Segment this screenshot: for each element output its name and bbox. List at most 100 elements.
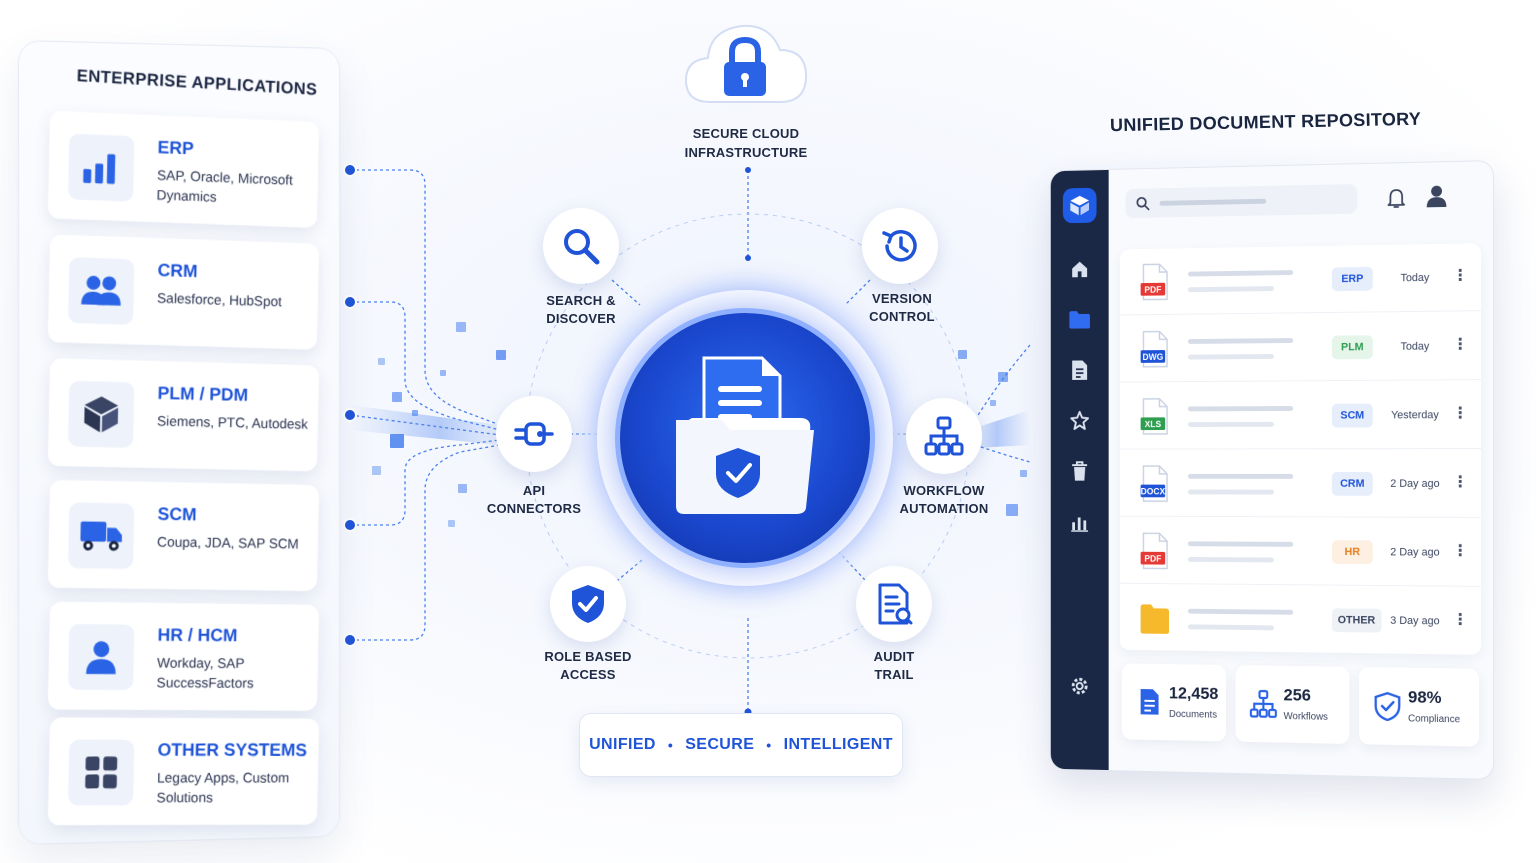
source-tag: SCM bbox=[1331, 403, 1373, 428]
audit-trail-node[interactable] bbox=[856, 566, 932, 642]
row-menu-icon[interactable]: ⋮ bbox=[1452, 336, 1469, 354]
document-row[interactable]: XLS SCM Yesterday ⋮ bbox=[1119, 381, 1482, 450]
tagline-banner: UNIFIED • SECURE • INTELLIGENT bbox=[579, 713, 903, 777]
stat-value: 256 bbox=[1283, 685, 1311, 705]
role-based-access-node[interactable] bbox=[550, 566, 626, 642]
source-tag: HR bbox=[1331, 540, 1373, 565]
document-row[interactable]: PDF HR 2 Day ago ⋮ bbox=[1119, 517, 1482, 587]
source-tag: CRM bbox=[1331, 471, 1373, 496]
secure-folder-icon bbox=[676, 356, 814, 514]
app-vendors: Legacy Apps, Custom Solutions bbox=[156, 769, 290, 806]
row-date: 2 Day ago bbox=[1390, 477, 1440, 490]
repository-topbar bbox=[1109, 161, 1493, 238]
box-logo-icon[interactable] bbox=[1062, 187, 1097, 224]
document-row[interactable]: PDF ERP Today ⋮ bbox=[1119, 243, 1482, 316]
document-icon bbox=[1135, 689, 1163, 717]
home-icon[interactable] bbox=[1065, 254, 1095, 285]
settings-gear-icon[interactable] bbox=[1065, 670, 1095, 702]
analytics-icon[interactable] bbox=[1065, 508, 1095, 539]
row-menu-icon[interactable]: ⋮ bbox=[1452, 542, 1469, 560]
bell-icon[interactable] bbox=[1386, 187, 1406, 209]
app-name: PLM / PDM bbox=[157, 382, 249, 405]
api-connectors-node[interactable] bbox=[496, 396, 572, 472]
audit-document-icon bbox=[878, 583, 913, 625]
row-menu-icon[interactable]: ⋮ bbox=[1452, 611, 1469, 629]
row-date: Today bbox=[1400, 271, 1430, 285]
tagline-word: UNIFIED bbox=[589, 736, 656, 753]
app-name: SCM bbox=[157, 503, 197, 525]
stat-card-workflows: 256 Workflows bbox=[1235, 665, 1350, 744]
bar-chart-icon bbox=[67, 133, 135, 202]
person-icon bbox=[67, 623, 135, 691]
document-row[interactable]: DOCX CRM 2 Day ago ⋮ bbox=[1119, 450, 1482, 518]
enterprise-applications-title: ENTERPRISE APPLICATIONS bbox=[76, 66, 318, 99]
search-input[interactable] bbox=[1125, 183, 1358, 219]
row-date: Today bbox=[1400, 340, 1430, 353]
document-icon[interactable] bbox=[1065, 355, 1095, 386]
row-date: 2 Day ago bbox=[1390, 546, 1440, 559]
row-date: 3 Day ago bbox=[1390, 614, 1440, 628]
workflow-automation-node[interactable] bbox=[906, 398, 982, 474]
folder-icon[interactable] bbox=[1065, 304, 1095, 335]
app-card-plm-pdm[interactable]: PLM / PDM Siemens, PTC, Autodesk bbox=[47, 358, 320, 472]
stat-label: Compliance bbox=[1408, 713, 1461, 726]
shield-check-icon bbox=[1373, 691, 1402, 721]
secure-cloud-label: SECURE CLOUD INFRASTRUCTURE bbox=[684, 126, 808, 160]
repository-sidebar bbox=[1050, 169, 1109, 771]
row-menu-icon[interactable]: ⋮ bbox=[1452, 473, 1469, 491]
stat-label: Documents bbox=[1168, 709, 1218, 721]
user-avatar-icon[interactable] bbox=[1426, 184, 1448, 208]
file-type-label: PDF bbox=[1144, 284, 1162, 295]
tagline-separator: • bbox=[667, 737, 674, 753]
file-type-label: PDF bbox=[1144, 553, 1162, 564]
shield-check-icon bbox=[572, 585, 604, 623]
app-card-hr-hcm[interactable]: HR / HCM Workday, SAP SuccessFactors bbox=[47, 601, 320, 711]
stat-value: 98% bbox=[1408, 687, 1442, 708]
row-menu-icon[interactable]: ⋮ bbox=[1452, 267, 1469, 285]
history-icon bbox=[882, 230, 917, 262]
tagline-separator: • bbox=[766, 737, 772, 753]
version-control-node[interactable] bbox=[862, 208, 938, 284]
repository-title: UNIFIED DOCUMENT REPOSITORY bbox=[1109, 108, 1422, 136]
star-icon[interactable] bbox=[1065, 405, 1095, 436]
grid-icon bbox=[67, 739, 135, 806]
stat-label: Workflows bbox=[1283, 711, 1328, 723]
app-vendors: Siemens, PTC, Autodesk bbox=[156, 412, 309, 432]
search-discover-label: SEARCH &DISCOVER bbox=[546, 293, 616, 326]
app-card-other-systems[interactable]: OTHER SYSTEMS Legacy Apps, Custom Soluti… bbox=[47, 717, 320, 826]
app-name: ERP bbox=[157, 137, 195, 159]
file-type-label: DOCX bbox=[1140, 486, 1166, 497]
trash-icon[interactable] bbox=[1065, 455, 1095, 486]
search-discover-node[interactable] bbox=[543, 208, 619, 284]
search-icon bbox=[564, 229, 600, 265]
row-date: Yesterday bbox=[1391, 409, 1439, 422]
app-name: OTHER SYSTEMS bbox=[157, 739, 308, 760]
enterprise-applications-panel: ENTERPRISE APPLICATIONS ERP SAP, Oracle,… bbox=[18, 40, 341, 845]
app-card-scm[interactable]: SCM Coupa, JDA, SAP SCM bbox=[47, 480, 320, 592]
file-type-label: XLS bbox=[1144, 419, 1162, 430]
users-icon bbox=[67, 257, 135, 325]
plug-icon bbox=[514, 422, 554, 446]
folder-icon bbox=[1140, 604, 1169, 634]
app-card-crm[interactable]: CRM Salesforce, HubSpot bbox=[47, 234, 320, 350]
app-vendors: SAP, Oracle, Microsoft Dynamics bbox=[156, 166, 293, 205]
source-tag: PLM bbox=[1331, 335, 1373, 360]
app-card-erp[interactable]: ERP SAP, Oracle, Microsoft Dynamics bbox=[47, 110, 320, 228]
stat-card-compliance: 98% Compliance bbox=[1359, 666, 1480, 747]
row-menu-icon[interactable]: ⋮ bbox=[1452, 405, 1469, 423]
app-name: HR / HCM bbox=[157, 624, 238, 646]
tagline-word: INTELLIGENT bbox=[783, 736, 893, 753]
lock-cloud-icon bbox=[680, 14, 812, 110]
tagline-word: SECURE bbox=[685, 736, 755, 753]
search-icon bbox=[1136, 196, 1150, 211]
stat-card-documents: 12,458 Documents bbox=[1121, 663, 1227, 742]
source-tag: ERP bbox=[1331, 266, 1373, 292]
